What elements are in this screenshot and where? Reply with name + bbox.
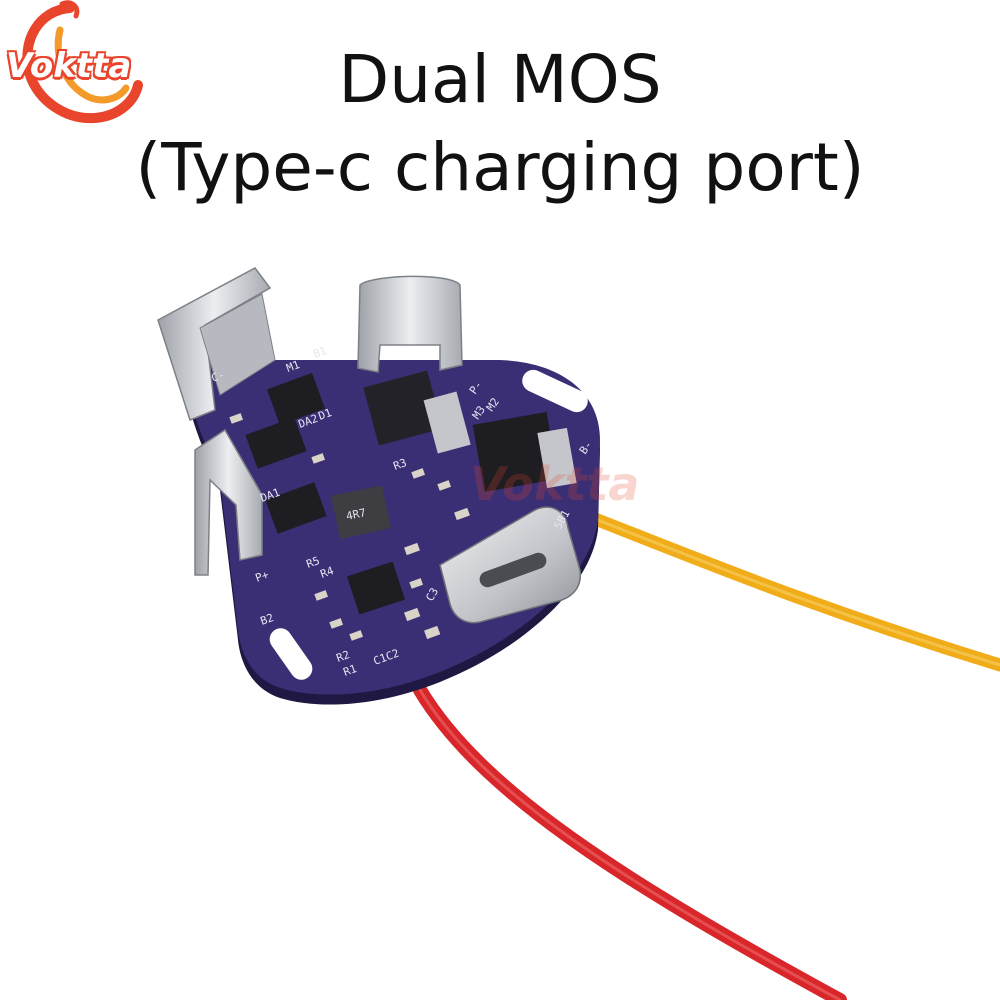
label-da2: DA2 xyxy=(297,412,320,431)
regulator xyxy=(363,370,443,446)
label-b-minus: B- xyxy=(577,438,595,456)
label-r1: R1 xyxy=(342,662,359,679)
diode-da1 xyxy=(265,482,327,534)
metal-tab-left xyxy=(194,428,263,576)
product-photo: C- B1 M1 P- M2 M3 B- DA1 DA2 D1 P+ B2 4R… xyxy=(157,267,1000,1000)
title-line-2: (Type-c charging port) xyxy=(135,129,865,206)
label-p-plus: P+ xyxy=(254,568,271,585)
label-c-minus: C- xyxy=(210,368,227,385)
yellow-wire xyxy=(578,508,1000,672)
label-d1: D1 xyxy=(317,406,334,423)
diode-da2 xyxy=(245,417,307,469)
inductor-4r7 xyxy=(330,485,392,539)
label-m2: M2 xyxy=(484,395,502,413)
label-r5: R5 xyxy=(305,554,322,571)
label-c3: C3 xyxy=(423,586,441,604)
label-r4: R4 xyxy=(319,564,336,581)
label-m3: M3 xyxy=(470,403,488,421)
label-4r7: 4R7 xyxy=(345,506,367,523)
logo-swirl-icon xyxy=(22,0,143,124)
label-b2: B2 xyxy=(259,611,276,628)
label-r3: R3 xyxy=(392,456,409,473)
mosfet-m1 xyxy=(266,372,326,426)
pcb-slot-right xyxy=(522,369,588,413)
logo-text: Voktta xyxy=(6,46,132,86)
red-wire xyxy=(413,683,847,1000)
ic-chip xyxy=(346,561,406,615)
title-line-1: Dual MOS xyxy=(338,41,662,118)
label-r2: R2 xyxy=(335,648,352,665)
brand-logo: Voktta xyxy=(0,0,175,130)
mosfet-m2 xyxy=(472,411,559,492)
watermark-text: Voktta xyxy=(470,457,639,511)
smd-components xyxy=(229,413,470,641)
label-da1: DA1 xyxy=(259,486,282,505)
metal-tab-top-center xyxy=(357,275,463,373)
pcb-slot-bottom xyxy=(269,628,313,680)
label-b1: B1 xyxy=(312,344,329,361)
label-m1: M1 xyxy=(285,358,302,375)
label-p-minus: P- xyxy=(467,378,485,396)
